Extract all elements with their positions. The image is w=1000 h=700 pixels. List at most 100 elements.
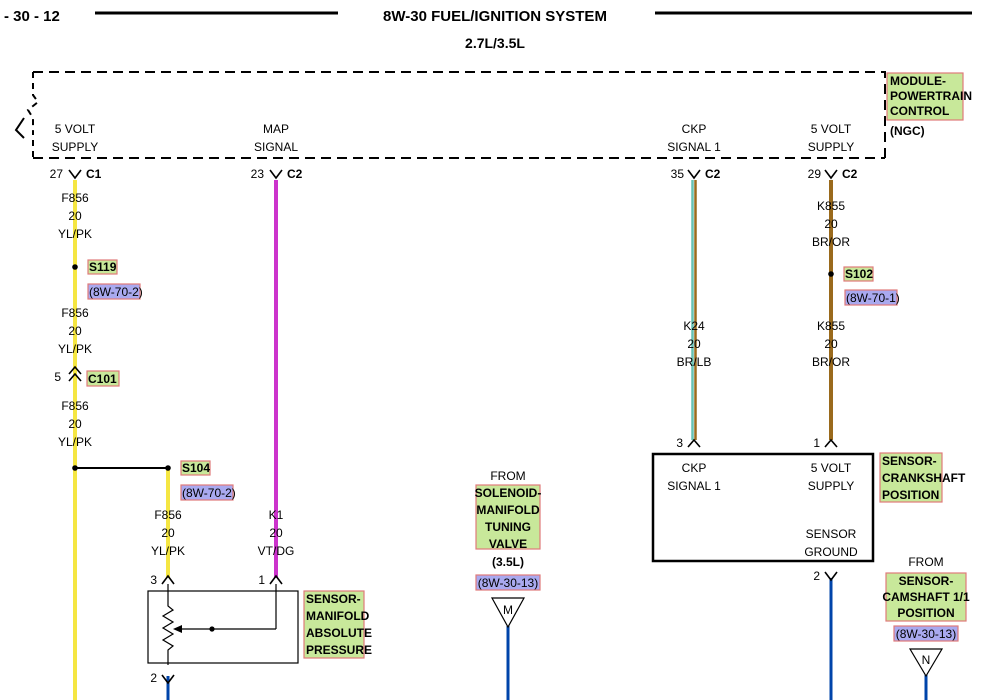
- solenoid-variant: (3.5L): [492, 555, 524, 569]
- splice-ref: (8W-70-2): [182, 486, 236, 500]
- pin-label: MAP: [263, 122, 289, 136]
- ckp-sensor-name-line: POSITION: [882, 488, 939, 502]
- page-ref: - 30 - 12: [4, 8, 60, 25]
- camshaft-ref-highlight: [893, 625, 959, 642]
- splice-ref: (8W-70-2): [89, 285, 143, 299]
- pin-number: 2: [150, 671, 157, 685]
- potentiometer-icon: [161, 598, 175, 665]
- wire-label: F856: [154, 508, 182, 522]
- pin-number: 1: [813, 436, 820, 450]
- pin-number: 27: [50, 167, 64, 181]
- ckp-sensor-name-highlight: [879, 452, 943, 503]
- wire-label: YL/PK: [58, 435, 92, 449]
- wire-label: K855: [817, 199, 845, 213]
- pin-label: SIGNAL: [254, 140, 298, 154]
- pin-label: SUPPLY: [808, 140, 854, 154]
- wire-label: YL/PK: [151, 544, 185, 558]
- ckp-sensor-box: [651, 452, 875, 563]
- connector-c1: [68, 169, 82, 180]
- connector-c2-ckp: [687, 169, 701, 180]
- ckp-pin-label: SIGNAL 1: [667, 479, 721, 493]
- wire-label: 20: [161, 526, 175, 540]
- module-name-highlight: [886, 72, 964, 121]
- splice-name: S102: [845, 267, 873, 281]
- module-outline-top: [33, 71, 886, 158]
- wire-label: BR/OR: [812, 355, 850, 369]
- splice-dot: [165, 465, 171, 471]
- splice-s104: S104 (8W-70-2): [72, 460, 236, 501]
- wire-label: 20: [68, 209, 82, 223]
- connector-name: C1: [86, 167, 102, 181]
- connector-c101-lower: [68, 372, 82, 382]
- wiper-arrow-icon: [173, 625, 182, 633]
- wire-label: F856: [61, 399, 89, 413]
- connector-ckp-pin1: [824, 438, 838, 448]
- connector-ckp-pin2: [824, 571, 838, 582]
- ckp-pin-label: CKP: [682, 461, 707, 475]
- solenoid-name-line: VALVE: [489, 537, 527, 551]
- pin-label: SIGNAL 1: [667, 140, 721, 154]
- module-break-mark: [14, 117, 25, 139]
- pin-number: 2: [813, 569, 820, 583]
- splice-highlight: [843, 266, 874, 282]
- wire-label: K24: [683, 319, 705, 333]
- wire-label: 20: [68, 417, 82, 431]
- connector-ckp-pin3: [687, 438, 701, 448]
- pin-label: SUPPLY: [52, 140, 98, 154]
- from-label: FROM: [490, 469, 525, 483]
- splice-ref: (8W-70-1): [846, 291, 900, 305]
- splice-s102: S102 (8W-70-1): [828, 266, 900, 306]
- connector-c2-map: [269, 169, 283, 180]
- wire-label: F856: [61, 306, 89, 320]
- wire-label: BR/LB: [677, 355, 712, 369]
- connector-c2-supply: [824, 169, 838, 180]
- map-sensor-name-line: ABSOLUTE: [306, 626, 372, 640]
- wire-k24: [691, 180, 697, 440]
- ckp-pin-label: SENSOR: [806, 527, 857, 541]
- module-variant: (NGC): [890, 124, 925, 138]
- page-title: 8W-30 FUEL/IGNITION SYSTEM: [383, 8, 607, 25]
- connector-map-pin1: [269, 574, 283, 585]
- header: - 30 - 12 8W-30 FUEL/IGNITION SYSTEM 2.7…: [4, 8, 972, 51]
- pin-number: 23: [251, 167, 265, 181]
- reference-marker: N: [922, 653, 931, 667]
- splice-s119: S119 (8W-70-2): [72, 259, 143, 300]
- pin-number: 29: [808, 167, 822, 181]
- splice-dot: [72, 465, 78, 471]
- ckp-sensor: CKP SIGNAL 1 5 VOLT SUPPLY SENSOR GROUND…: [651, 452, 966, 563]
- connector-marks: [68, 169, 838, 685]
- camshaft-reference: FROM SENSOR- CAMSHAFT 1/1 POSITION (8W-3…: [882, 555, 970, 678]
- solenoid-reference: FROM SOLENOID- MANIFOLD TUNING VALVE (3.…: [475, 469, 541, 629]
- map-sensor-name-highlight: [303, 590, 365, 659]
- pin-number: 35: [671, 167, 685, 181]
- map-sensor-name-line: SENSOR-: [306, 592, 361, 606]
- wire-label: YL/PK: [58, 227, 92, 241]
- pin-number: 1: [258, 573, 265, 587]
- solenoid-name-line: TUNING: [485, 520, 531, 534]
- pin-label: CKP: [682, 122, 707, 136]
- connector-map-pin3: [161, 574, 175, 585]
- pin-label: 5 VOLT: [55, 122, 96, 136]
- page-subtitle: 2.7L/3.5L: [465, 35, 525, 51]
- connector-labels: 27 C1 23 C2 35 C2 29 C2 5 C101 3 1 2 3 1…: [50, 167, 858, 685]
- pin-number: 3: [676, 436, 683, 450]
- ckp-sensor-name-line: CRANKSHAFT: [882, 471, 966, 485]
- camshaft-name-line: POSITION: [897, 606, 954, 620]
- wire-label: 20: [824, 217, 838, 231]
- camshaft-name-highlight: [885, 572, 967, 622]
- module-name-line: MODULE-: [890, 74, 946, 88]
- module-pcm: MODULE- POWERTRAIN CONTROL (NGC) 5 VOLT …: [14, 71, 972, 159]
- solenoid-ref-highlight: [475, 574, 541, 591]
- reference-triangle-icon: [490, 597, 526, 629]
- solenoid-ref: (8W-30-13): [478, 576, 538, 590]
- connector-name: C101: [88, 372, 117, 386]
- connector-c101-upper: [68, 365, 82, 375]
- wire-label: K1: [269, 508, 284, 522]
- reference-triangle-icon: [908, 648, 944, 678]
- splice-dot: [72, 264, 78, 270]
- connector-highlight: [86, 370, 120, 387]
- splice-name: S104: [182, 461, 210, 475]
- module-name-line: POWERTRAIN: [890, 89, 972, 103]
- splice-ref-highlight: [844, 289, 898, 306]
